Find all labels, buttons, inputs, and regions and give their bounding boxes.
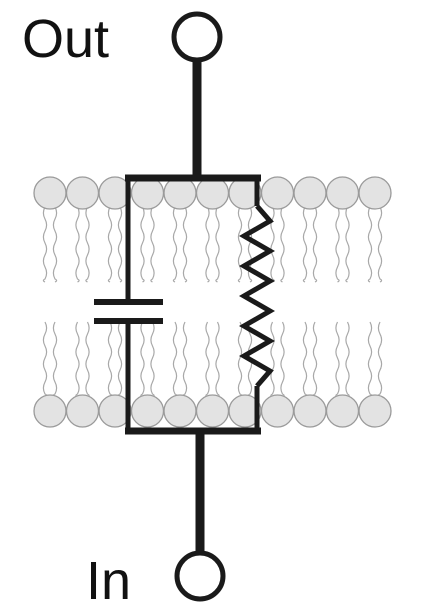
lipid-tail [312,321,318,398]
capacitor-symbol [94,299,163,324]
lipid-tails-upper-leaflet [42,206,383,283]
lipid-head [33,176,67,210]
lipid-tail [85,321,90,398]
lipid-tail [270,321,275,398]
in-label: In [86,551,131,604]
lipid-head [260,394,295,428]
lipid-tail [377,321,383,398]
lipid-head [195,394,230,428]
lipid-head [358,394,392,428]
lipid-heads-lower-leaflet [33,394,392,428]
lipid-tail [75,321,80,398]
lipid-head [325,176,360,210]
lipid-head [163,394,197,428]
lipid-tail [172,206,178,283]
lipid-head [195,176,230,210]
lipid-tail [140,321,145,398]
lipid-tail [52,206,58,283]
lipid-tail [42,206,48,283]
lipid-tail [75,206,80,283]
lipid-tail [335,321,340,398]
lipid-tail [367,206,373,283]
lipid-tail [335,206,340,283]
lipid-tail [172,321,178,398]
lipid-tail [107,206,113,283]
lipid-tail [237,206,243,283]
lipid-head [325,394,360,428]
lipid-head [163,176,197,210]
lipid-tail [117,321,123,398]
lipid-head [130,176,165,210]
lipid-tail [117,206,123,283]
lipid-tail [302,321,308,398]
lipid-tail [85,206,90,283]
lipid-tail [205,321,210,398]
lipid-tail [42,321,48,398]
lipid-tail [107,321,113,398]
lipid-tail [237,321,243,398]
lipid-tail [247,206,253,283]
lipid-head [130,394,165,428]
lipid-tail [52,321,58,398]
lipid-tail [215,206,220,283]
lipid-head [260,176,295,210]
lipid-tail [302,206,308,283]
lipid-tail [270,206,275,283]
lipid-tail [247,321,253,398]
lipid-head [65,394,100,428]
lipid-tail [280,206,285,283]
lipid-heads-upper-leaflet [33,176,392,210]
lipid-tail [377,206,383,283]
lipid-head [293,176,327,210]
lipid-tail [312,206,318,283]
out-terminal [171,11,223,63]
lipid-tail [182,321,188,398]
lipid-head [65,176,100,210]
lipid-tail [345,206,350,283]
resistor-symbol [238,204,276,388]
lipid-bilayer [33,176,392,428]
lipid-tail [182,206,188,283]
lipid-tail [367,321,373,398]
out-label: Out [22,9,109,69]
lipid-tail [215,321,220,398]
lipid-tail [140,206,145,283]
in-terminal [174,550,226,602]
lipid-tails-lower-leaflet [42,321,383,398]
lipid-tail [280,321,285,398]
lipid-tail [150,321,155,398]
lipid-head [293,394,327,428]
lipid-tail [205,206,210,283]
lipid-tail [345,321,350,398]
lipid-tail [150,206,155,283]
equivalent-circuit [94,11,276,602]
lipid-head [358,176,392,210]
lipid-head [33,394,67,428]
